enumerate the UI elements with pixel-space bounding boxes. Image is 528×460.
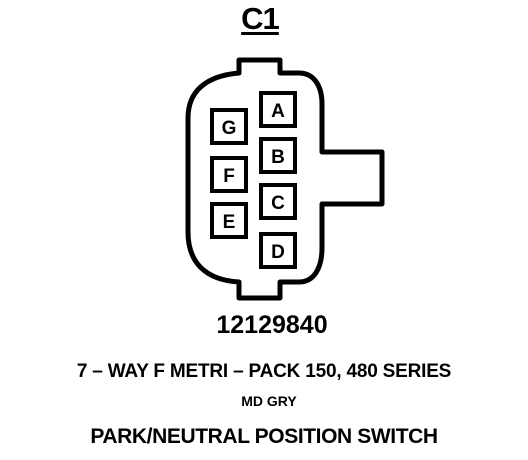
pin-e-label: E xyxy=(223,212,236,233)
pin-f: F xyxy=(210,156,248,193)
connector-id: C1 xyxy=(241,1,280,36)
pin-c: C xyxy=(259,183,297,220)
pin-f-label: F xyxy=(223,166,235,187)
component-name: PARK/NEUTRAL POSITION SWITCH xyxy=(90,425,438,448)
pin-e: E xyxy=(210,202,248,239)
connector-housing xyxy=(185,57,385,301)
pin-c-label: C xyxy=(271,193,285,214)
pin-b-label: B xyxy=(271,147,285,168)
pin-d: D xyxy=(259,232,297,269)
connector-description: 7 – WAY F METRI – PACK 150, 480 SERIES xyxy=(76,361,452,382)
pin-a-label: A xyxy=(271,101,285,122)
color-code: MD GRY xyxy=(241,393,297,409)
pin-b: B xyxy=(259,137,297,174)
part-number: 12129840 xyxy=(216,311,328,339)
pin-g-label: G xyxy=(222,118,237,139)
pin-d-label: D xyxy=(271,242,285,263)
pin-g: G xyxy=(210,108,248,145)
pin-a: A xyxy=(259,91,297,128)
